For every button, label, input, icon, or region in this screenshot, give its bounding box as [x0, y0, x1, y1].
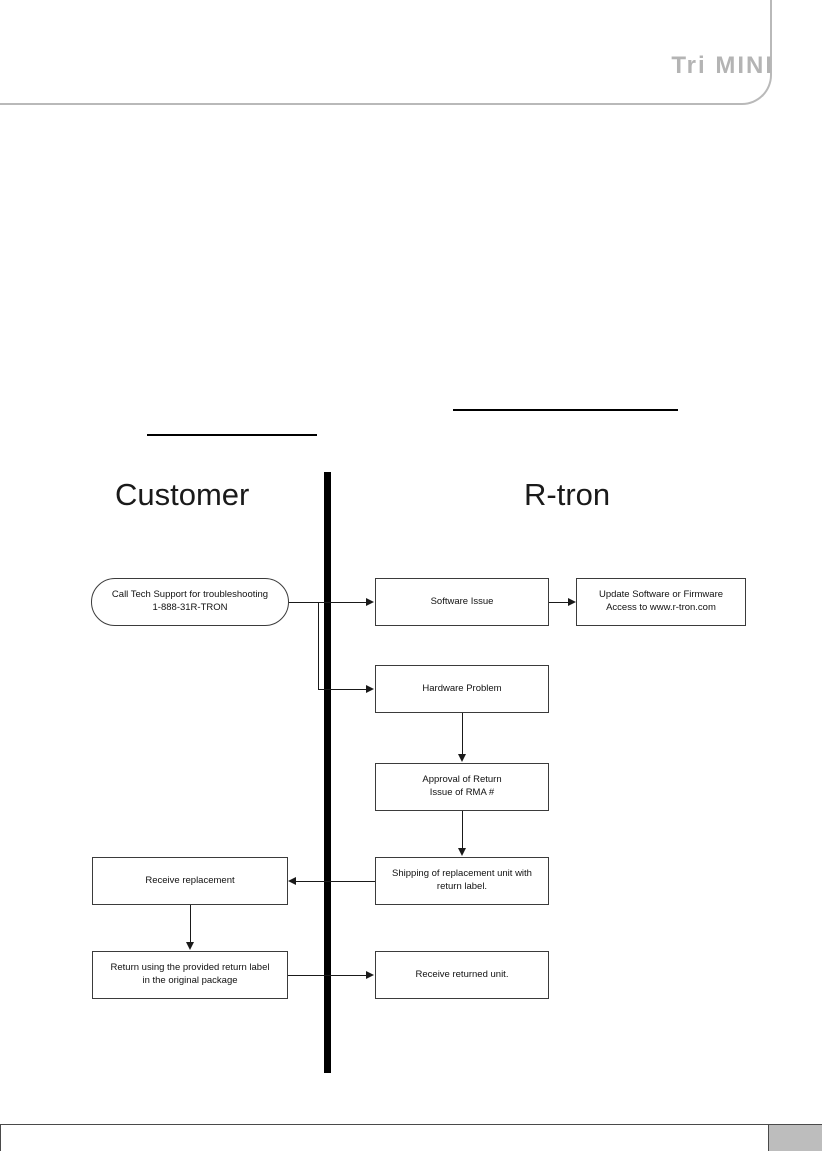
node-approval-of-return-line1: Approval of Return [422, 774, 502, 786]
node-call-tech-support[interactable]: Call Tech Support for troubleshooting 1-… [91, 578, 289, 626]
lane-title-rtron: R-tron [524, 477, 611, 512]
edge-call-branch-to-hardware [318, 689, 367, 690]
edge-call-branch-vertical [318, 602, 319, 689]
node-update-software-line1: Update Software or Firmware [598, 589, 724, 601]
edge-return-to-receive-unit-arrowhead [366, 970, 374, 979]
edge-shipping-to-receive [296, 881, 375, 882]
rtron-lane-rule [453, 409, 678, 411]
edge-software-to-update [549, 602, 569, 603]
edge-hardware-to-approval-arrowhead [457, 754, 466, 762]
edge-return-to-receive-unit [288, 975, 367, 976]
lane-divider [324, 472, 331, 1073]
node-shipping-replacement-line2: return label. [436, 881, 488, 892]
edge-shipping-to-receive-arrowhead [288, 876, 296, 885]
node-call-tech-support-line2: 1-888-31R-TRON [152, 602, 228, 613]
node-return-using-label-line1: Return using the provided return label [110, 962, 270, 974]
footer-bar [0, 1124, 820, 1151]
node-receive-returned-unit-line1: Receive returned unit. [415, 968, 509, 980]
node-hardware-problem[interactable]: Hardware Problem [375, 665, 549, 713]
node-receive-replacement-line1: Receive replacement [145, 874, 235, 886]
customer-lane-rule [147, 434, 317, 436]
edge-receive-to-return [190, 905, 191, 943]
node-return-using-label-line2: in the original package [142, 975, 238, 986]
node-software-issue[interactable]: Software Issue [375, 578, 549, 626]
edge-approval-to-shipping [462, 811, 463, 849]
edge-hardware-to-approval [462, 713, 463, 755]
node-update-software-line2: Access to www.r-tron.com [606, 602, 716, 613]
edge-call-branch-arrowhead [366, 684, 374, 693]
node-update-software[interactable]: Update Software or Firmware Access to ww… [576, 578, 746, 626]
node-software-issue-line1: Software Issue [430, 595, 494, 607]
node-call-tech-support-line1: Call Tech Support for troubleshooting [111, 589, 269, 601]
node-return-using-label[interactable]: Return using the provided return label i… [92, 951, 288, 999]
node-approval-of-return-line2: Issue of RMA # [429, 787, 495, 798]
node-shipping-replacement-line1: Shipping of replacement unit with [392, 868, 532, 880]
edge-call-to-software [289, 602, 367, 603]
node-hardware-problem-line1: Hardware Problem [422, 682, 502, 694]
edge-call-to-software-arrowhead [366, 597, 374, 606]
edge-receive-to-return-arrowhead [185, 942, 194, 950]
node-receive-replacement[interactable]: Receive replacement [92, 857, 288, 905]
lane-title-customer: Customer [115, 477, 250, 512]
edge-software-to-update-arrowhead [568, 597, 576, 606]
node-approval-of-return[interactable]: Approval of Return Issue of RMA # [375, 763, 549, 811]
node-shipping-replacement[interactable]: Shipping of replacement unit with return… [375, 857, 549, 905]
header-frame [0, 0, 772, 105]
footer-page-tab [768, 1125, 822, 1151]
node-receive-returned-unit[interactable]: Receive returned unit. [375, 951, 549, 999]
edge-approval-to-shipping-arrowhead [457, 848, 466, 856]
footer-rule [0, 1124, 822, 1125]
brand-logo: Tri MINI [671, 52, 774, 79]
